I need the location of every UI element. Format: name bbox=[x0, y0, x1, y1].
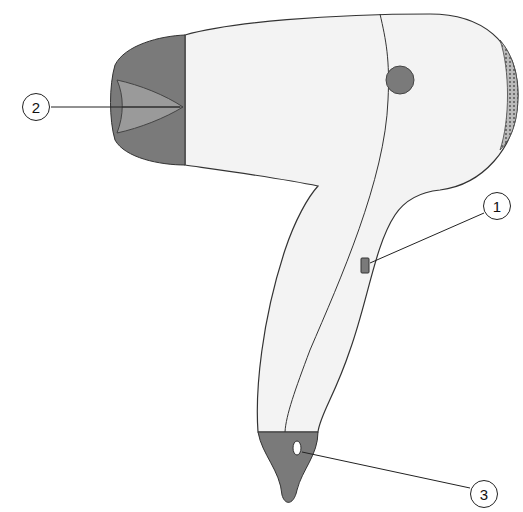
seam-line bbox=[285, 14, 389, 432]
callout-number: 2 bbox=[32, 100, 40, 115]
leader-line bbox=[51, 107, 180, 108]
callout-number: 3 bbox=[480, 487, 488, 502]
dryer-body bbox=[185, 14, 518, 432]
callout-circle: 1 bbox=[483, 192, 511, 220]
nozzle bbox=[111, 35, 186, 165]
callout-circle: 3 bbox=[470, 480, 498, 508]
leader-line bbox=[302, 452, 470, 488]
fold-grip bbox=[258, 432, 318, 502]
callout-number: 1 bbox=[493, 199, 501, 214]
leader-line bbox=[370, 213, 484, 263]
rear-mesh bbox=[500, 40, 518, 150]
power-switch bbox=[361, 258, 369, 273]
callout-circle: 2 bbox=[22, 93, 50, 121]
hanging-loop bbox=[293, 441, 301, 455]
heat-button bbox=[386, 66, 414, 94]
